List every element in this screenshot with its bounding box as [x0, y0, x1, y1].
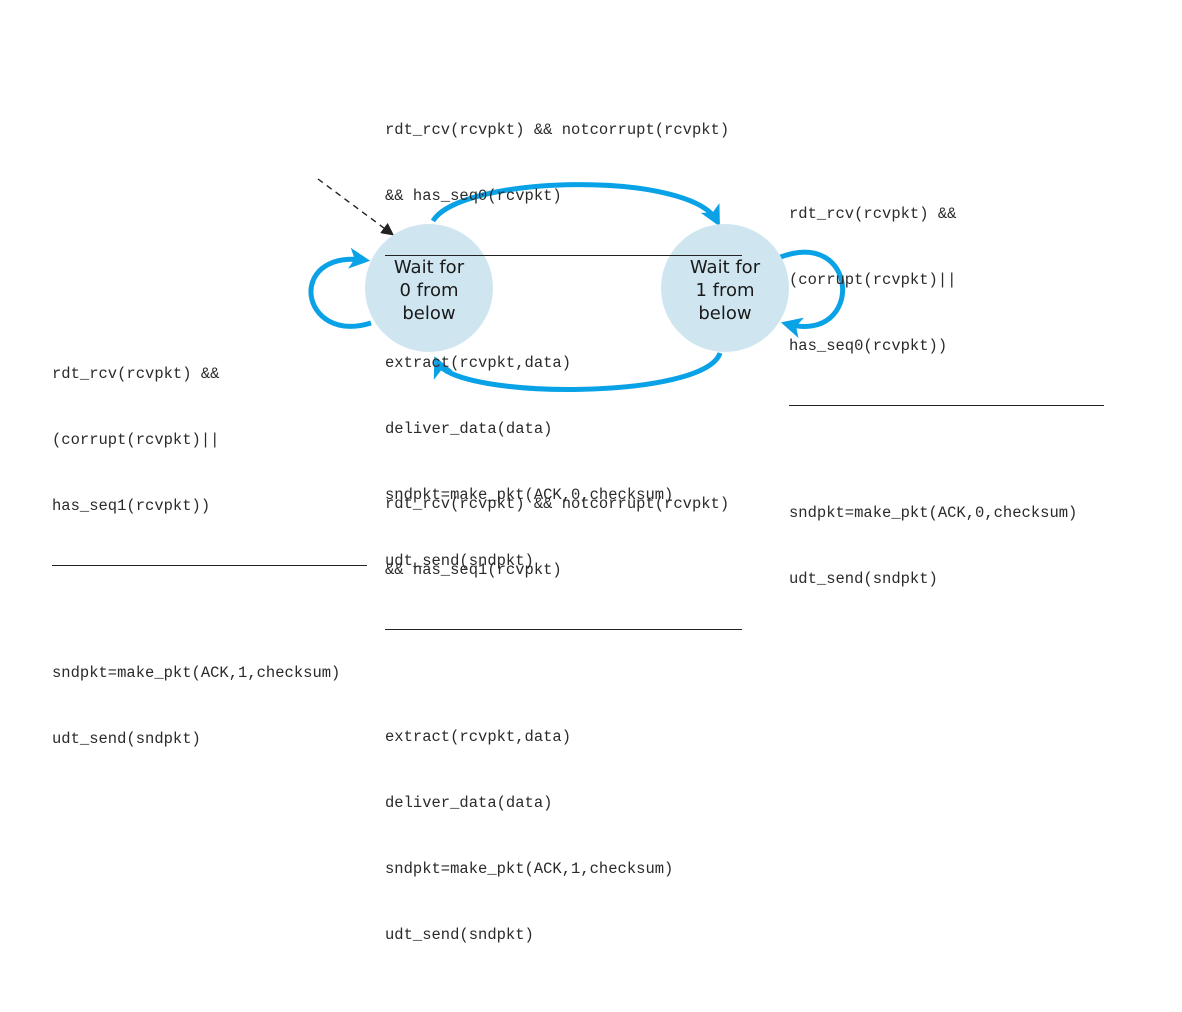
transition-label-bottom: rdt_rcv(rcvpkt) && notcorrupt(rcvpkt) &&…	[385, 405, 742, 1012]
action-line: udt_send(sndpkt)	[385, 926, 534, 944]
action-line: udt_send(sndpkt)	[789, 570, 938, 588]
fsm-diagram	[308, 178, 845, 392]
state-wait-for-1	[661, 224, 789, 352]
transition-arrow-top	[430, 182, 720, 227]
condition-line: has_seq0(rcvpkt))	[789, 337, 948, 355]
transition-actions: sndpkt=make_pkt(ACK,0,checksum) udt_send…	[789, 450, 1104, 634]
transition-actions: sndpkt=make_pkt(ACK,1,checksum) udt_send…	[52, 610, 367, 794]
action-line: sndpkt=make_pkt(ACK,1,checksum)	[385, 860, 674, 878]
action-line: deliver_data(data)	[385, 794, 553, 812]
condition-line: (corrupt(rcvpkt)||	[52, 431, 220, 449]
action-line: extract(rcvpkt,data)	[385, 354, 572, 372]
condition-line: rdt_rcv(rcvpkt) && notcorrupt(rcvpkt)	[385, 495, 730, 513]
state-label-wait0: Wait for 0 from below	[364, 256, 494, 325]
state-label-wait1: Wait for 1 from below	[660, 256, 790, 325]
state-label-line: below	[698, 303, 752, 324]
action-line: udt_send(sndpkt)	[52, 730, 201, 748]
condition-line: rdt_rcv(rcvpkt) && notcorrupt(rcvpkt)	[385, 121, 730, 139]
transition-label-top: rdt_rcv(rcvpkt) && notcorrupt(rcvpkt) &&…	[385, 31, 742, 638]
condition-line: rdt_rcv(rcvpkt) &&	[789, 205, 957, 223]
condition-line: rdt_rcv(rcvpkt) &&	[52, 365, 220, 383]
state-label-line: Wait for	[689, 257, 761, 278]
state-label-line: 1 from	[695, 280, 755, 301]
condition-line: && has_seq0(rcvpkt)	[385, 187, 562, 205]
action-line: extract(rcvpkt,data)	[385, 728, 572, 746]
self-loop-arrow-left	[308, 247, 372, 329]
state-wait-for-0	[365, 224, 493, 352]
transition-label-right-self: rdt_rcv(rcvpkt) && (corrupt(rcvpkt)|| ha…	[789, 115, 1104, 656]
self-loop-arrow-right	[777, 249, 845, 338]
state-label-line: Wait for	[393, 257, 465, 278]
transition-label-left-self: rdt_rcv(rcvpkt) && (corrupt(rcvpkt)|| ha…	[52, 275, 367, 816]
transition-condition: rdt_rcv(rcvpkt) && notcorrupt(rcvpkt) &&…	[385, 449, 742, 630]
condition-line: && has_seq1(rcvpkt)	[385, 561, 562, 579]
transition-arrow-bottom	[433, 351, 723, 392]
action-line: deliver_data(data)	[385, 420, 553, 438]
transition-actions: extract(rcvpkt,data) deliver_data(data) …	[385, 674, 742, 990]
state-label-line: below	[402, 303, 456, 324]
initial-state-arrow	[317, 178, 395, 236]
transition-condition: rdt_rcv(rcvpkt) && (corrupt(rcvpkt)|| ha…	[52, 319, 367, 566]
condition-line: has_seq1(rcvpkt))	[52, 497, 211, 515]
transition-condition: rdt_rcv(rcvpkt) && (corrupt(rcvpkt)|| ha…	[789, 159, 1104, 406]
action-line: sndpkt=make_pkt(ACK,0,checksum)	[385, 486, 674, 504]
state-label-line: 0 from	[399, 280, 459, 301]
action-line: sndpkt=make_pkt(ACK,0,checksum)	[789, 504, 1078, 522]
condition-line: (corrupt(rcvpkt)||	[789, 271, 957, 289]
transition-condition: rdt_rcv(rcvpkt) && notcorrupt(rcvpkt) &&…	[385, 75, 742, 256]
action-line: sndpkt=make_pkt(ACK,1,checksum)	[52, 664, 341, 682]
